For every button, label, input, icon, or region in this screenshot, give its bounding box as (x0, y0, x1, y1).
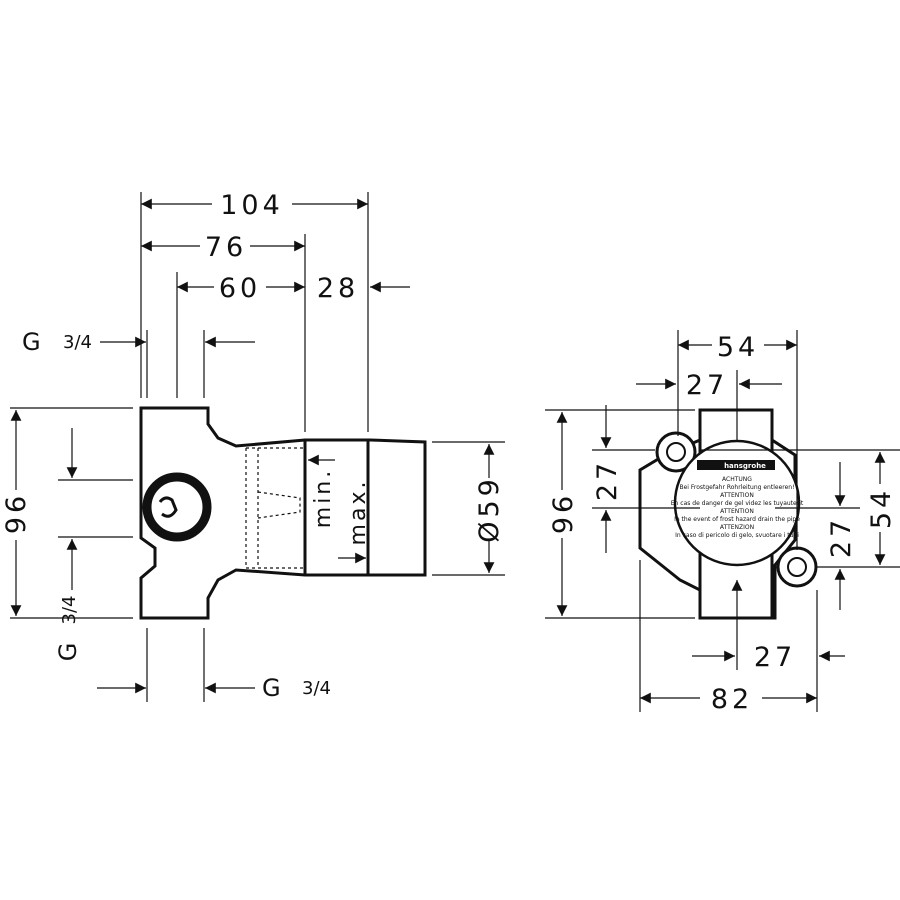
dim-27-left-label: 27 (592, 459, 623, 501)
warning-line: En cas de danger de gel videz les tuyaut… (671, 500, 804, 507)
warning-line: ATTENTION (720, 492, 754, 499)
thread-top-g: G (22, 328, 41, 356)
warning-line: In caso di pericolo di gelo, svuotare i … (675, 532, 799, 539)
front-view: hansgrohe ACHTUNG Bei Frostgefahr Rohrle… (545, 330, 900, 715)
valve-body-outline (139, 406, 427, 620)
dim-27-bottom-label: 27 (754, 642, 796, 673)
thread-bottom-frac: 3/4 (302, 678, 331, 699)
dim-104-label: 104 (220, 190, 284, 221)
dim-27-top-label: 27 (686, 370, 728, 401)
dim-96-front-label: 96 (548, 492, 579, 534)
thread-left-frac: 3/4 (59, 596, 80, 625)
warning-line: ATTENTION (720, 508, 754, 515)
warning-line: In the event of frost hazard drain the p… (674, 516, 800, 523)
dim-76-label: 76 (205, 232, 247, 263)
bottom-right-screw (787, 557, 807, 577)
side-view: 104 76 60 28 G 3/4 96 3/4 G (1, 188, 505, 702)
side-port-spindle (158, 496, 178, 518)
warning-line: ACHTUNG (722, 476, 752, 483)
dim-54-right-label: 54 (866, 487, 897, 529)
bottom-right-lug (776, 546, 818, 588)
thread-top-frac: 3/4 (63, 332, 92, 353)
warning-label-disc (673, 439, 801, 567)
dim-82-label: 82 (711, 684, 753, 715)
max-label: max. (346, 479, 371, 546)
warning-line: ATTENZION (720, 524, 754, 531)
dim-60-label: 60 (219, 273, 261, 304)
hidden-spindle (257, 491, 301, 519)
brand-label: hansgrohe (724, 462, 766, 470)
dim-59-label: Ø59 (474, 475, 505, 543)
warning-line: Bei Frostgefahr Rohrleitung entleeren! (679, 484, 794, 491)
top-left-screw (666, 442, 686, 462)
dim-27-right-label: 27 (826, 516, 857, 558)
side-port-circle (142, 472, 212, 542)
thread-left-g: G (54, 643, 82, 662)
dim-96-side-label: 96 (1, 492, 32, 534)
dim-54-top-label: 54 (717, 332, 759, 363)
dim-28-label: 28 (317, 273, 359, 304)
brand-bar (697, 460, 775, 470)
min-label: min. (311, 468, 336, 528)
thread-bottom-g: G (262, 674, 281, 702)
top-left-lug (655, 431, 697, 473)
